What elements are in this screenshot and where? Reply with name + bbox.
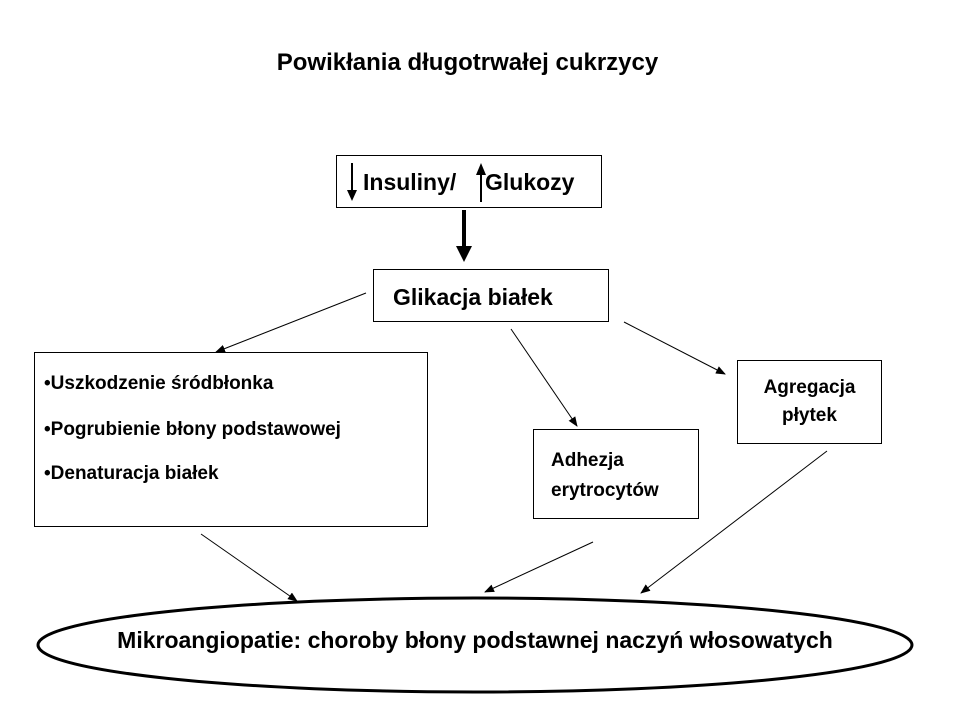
erythrocyte-line-2: erytrocytów: [551, 480, 659, 501]
up-down-arrows: [347, 163, 486, 202]
diagram-title: Powikłania długotrwałej cukrzycy: [276, 49, 659, 76]
arrow-adhesion-to-microangiopathy: [484, 541, 594, 593]
arrow-glycation-to-aggregation: [623, 321, 726, 375]
list-item: •Pogrubienie błony podstawowej: [44, 419, 341, 440]
microangiopathy-label: Mikroangiopatie: choroby błony podstawne…: [117, 627, 833, 653]
arrow-glycation-to-damage: [215, 292, 367, 353]
insulin-glucose-box: Insuliny/ Glukozy: [336, 155, 602, 208]
insulin-label: Insuliny/: [363, 169, 457, 195]
platelet-line-1: Agregacja: [763, 377, 856, 398]
erythrocyte-line-1: Adhezja: [551, 450, 624, 471]
arrow-down-icon: [347, 163, 357, 201]
glucose-label: Glukozy: [485, 169, 575, 195]
list-item: •Denaturacja białek: [44, 463, 219, 484]
platelet-aggregation-box: Agregacja płytek: [737, 360, 882, 444]
glycation-box: Glikacja białek: [373, 269, 609, 322]
damage-list-box: •Uszkodzenie śródbłonka •Pogrubienie bło…: [34, 352, 428, 527]
microangiopathy-ellipse: [36, 596, 914, 694]
list-item: •Uszkodzenie śródbłonka: [44, 373, 274, 394]
glycation-label: Glikacja białek: [393, 284, 553, 310]
arrow-up-icon: [476, 163, 486, 202]
platelet-line-2: płytek: [782, 405, 837, 426]
erythrocyte-adhesion-box: Adhezja erytrocytów: [533, 429, 699, 519]
arrow-damage-to-microangiopathy: [200, 533, 298, 602]
arrow-insulin-to-glycation-head: [456, 246, 472, 262]
arrow-aggregation-to-microangiopathy: [640, 450, 828, 594]
arrow-glycation-to-adhesion: [510, 328, 578, 427]
